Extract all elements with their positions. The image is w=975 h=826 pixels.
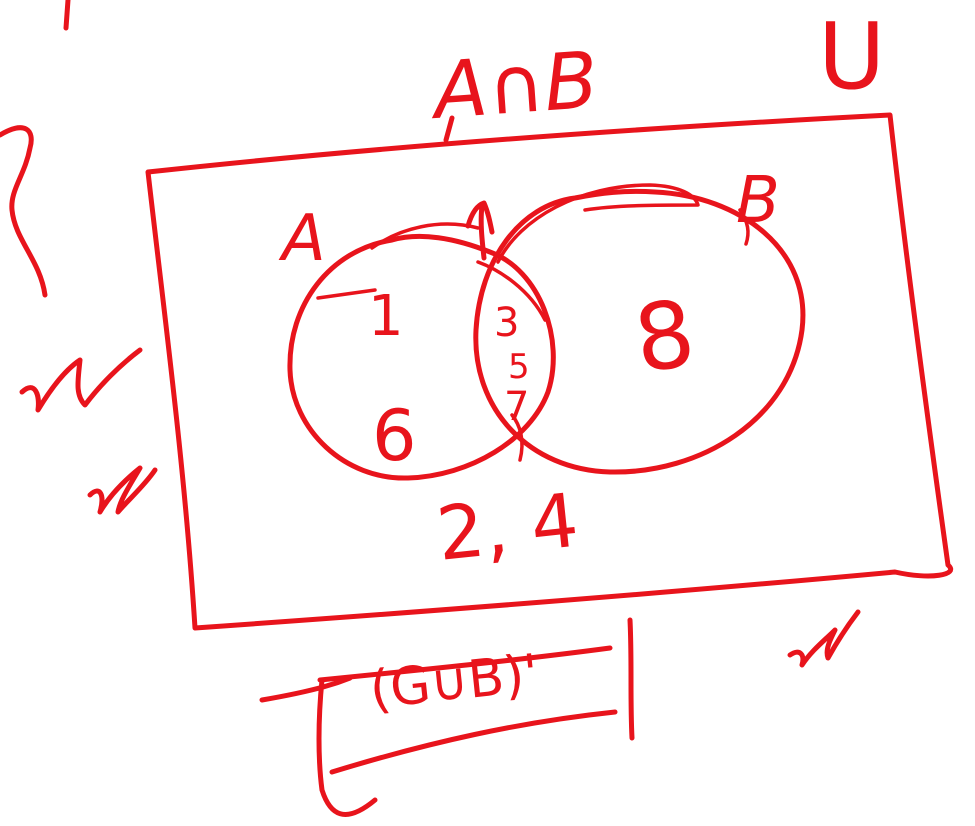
outside-elements: 2, 4 [433, 478, 582, 578]
intersection-label-connector [443, 115, 455, 143]
set-a-label: A [278, 202, 326, 276]
set-a-element: 1 [368, 284, 404, 349]
stray-mark-top [63, 0, 71, 31]
intersection-label: A∩B [426, 36, 601, 138]
set-b-circle-overstroke [738, 208, 750, 246]
intersection-outline-stroke [476, 260, 547, 322]
intersection-outline-stroke [510, 413, 524, 462]
set-b-element: 8 [628, 280, 701, 394]
set-a-element: 6 [372, 395, 417, 477]
bottom-note-bracket [259, 675, 378, 817]
check-mark-icon [87, 465, 158, 515]
set-b-circle-overstroke [496, 183, 700, 264]
intersection-pointer-arrow [465, 200, 495, 261]
intersection-element: 7 [504, 384, 529, 430]
check-mark-icon [19, 347, 143, 413]
left-brace-mark [0, 125, 48, 298]
set-b-circle [473, 188, 806, 475]
bottom-note-overline [317, 645, 613, 683]
set-a-circle [287, 233, 556, 481]
universal-set-rectangle [145, 112, 953, 631]
set-a-element-one-serif [316, 288, 377, 300]
intersection-element: 3 [494, 300, 519, 346]
bottom-note: (G∪B)' [367, 644, 541, 721]
bottom-note-underline [329, 709, 618, 775]
intersection-element: 5 [508, 347, 530, 387]
set-b-label: B [736, 164, 780, 238]
check-mark-icon [787, 609, 861, 668]
bottom-note-vertical-stroke [627, 617, 635, 741]
universal-set-label: U [818, 3, 885, 110]
